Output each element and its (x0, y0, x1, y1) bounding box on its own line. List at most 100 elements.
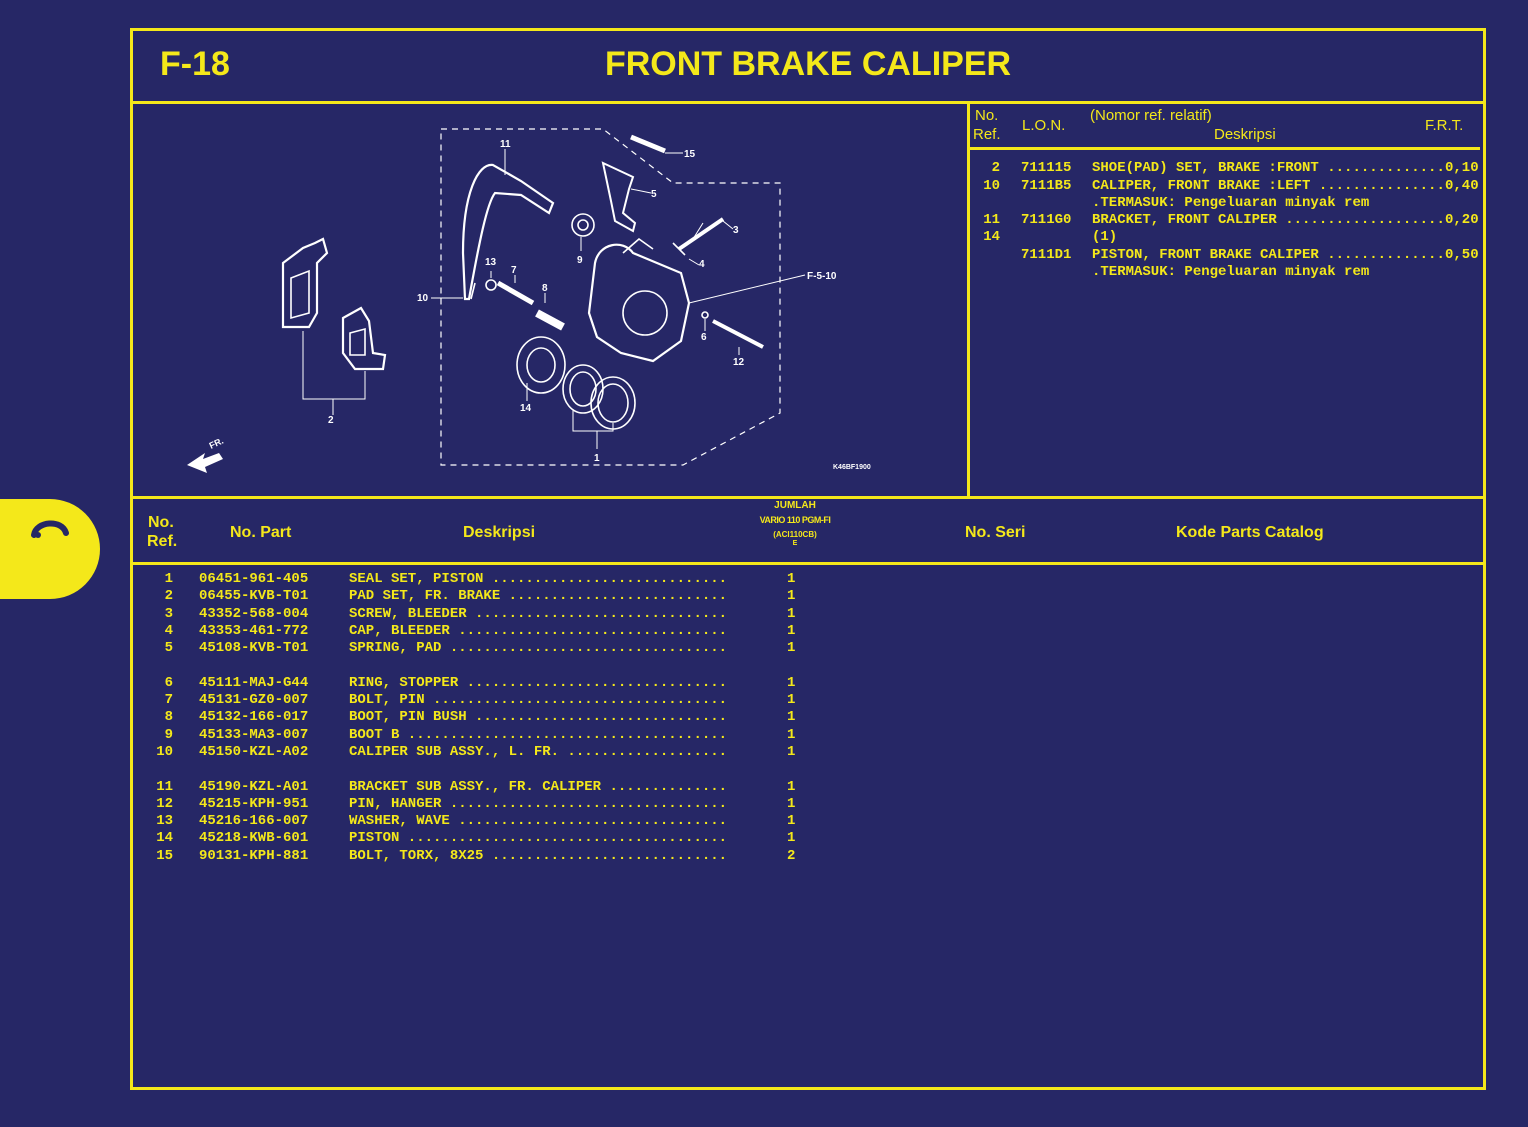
table-row[interactable]: 5 45108-KVB-T01 SPRING, PAD ..............… (133, 640, 833, 657)
part-ref: 13 (156, 813, 173, 830)
part-number: 43352-568-004 (199, 605, 309, 622)
lon-row: .TERMASUK: Pengeluaran minyak rem (970, 195, 1480, 212)
callout-label: 3 (733, 225, 739, 236)
callout-label: 12 (733, 357, 745, 368)
parts-header-deskripsi: Deskripsi (463, 524, 536, 541)
part-quantity: 1 (787, 605, 796, 622)
table-row[interactable]: 8 45132-166-017 BOOT, PIN BUSH ...........… (133, 709, 833, 726)
lon-code: 7111B5 (1021, 178, 1072, 194)
lon-desc: BRACKET, FRONT CALIPER .................… (1092, 212, 1445, 228)
callout-label: 2 (328, 415, 334, 426)
lon-code: 7111G0 (1021, 212, 1072, 228)
part-number: 06451-961-405 (199, 571, 309, 587)
part-quantity: 1 (787, 674, 796, 691)
table-row[interactable]: 2 06455-KVB-T01 PAD SET, FR. BRAKE .......… (133, 588, 833, 605)
part-description: SEAL SET, PISTON .......................… (349, 571, 728, 587)
lon-frt: 0,50 (1445, 247, 1479, 263)
lon-header-lon: L.O.N. (1022, 117, 1066, 134)
part-quantity: 1 (787, 795, 796, 812)
callout-label: 4 (699, 259, 705, 270)
lon-ref: 14 (983, 229, 1000, 245)
part-description: PISTON .................................… (349, 830, 728, 847)
divider (133, 101, 1483, 104)
part-quantity: 1 (787, 709, 796, 726)
part-quantity: 1 (787, 813, 796, 830)
part-description: BRACKET SUB ASSY., FR. CALIPER .........… (349, 778, 728, 795)
lon-ref: 11 (983, 212, 1000, 228)
part-number: 45150-KZL-A02 (199, 743, 309, 760)
lon-frt: 0,20 (1445, 212, 1479, 228)
part-description: SCREW, BLEEDER .........................… (349, 605, 728, 622)
lon-row: .TERMASUK: Pengeluaran minyak rem (970, 264, 1480, 281)
table-row[interactable]: 3 43352-568-004 SCREW, BLEEDER ...........… (133, 606, 833, 623)
part-quantity: 1 (787, 726, 796, 743)
part-description: BOOT, PIN BUSH .........................… (349, 709, 728, 726)
callout-label: 10 (417, 293, 429, 304)
jumlah-label: JUMLAH (774, 500, 816, 511)
part-quantity: 1 (787, 692, 796, 709)
part-description: SPRING, PAD ............................… (349, 640, 728, 657)
part-ref: 3 (164, 605, 173, 622)
table-row[interactable]: 13 45216-166-007 WASHER, WAVE ............… (133, 813, 833, 830)
part-number: 45215-KPH-951 (199, 795, 309, 812)
front-arrow-icon (187, 453, 223, 473)
parts-header-part: No. Part (230, 524, 292, 541)
callout-label: 1 (594, 453, 600, 464)
model-marker: E (792, 540, 798, 547)
lon-desc: .TERMASUK: Pengeluaran minyak rem (1092, 264, 1370, 280)
figure-code: K46BF1900 (833, 464, 871, 471)
fr-label: FR. (208, 436, 225, 451)
part-ref: 5 (164, 640, 173, 657)
part-description: PAD SET, FR. BRAKE .....................… (349, 588, 728, 605)
callout-label: 5 (651, 189, 657, 200)
part-number: 45216-166-007 (199, 813, 309, 830)
lon-header-frt: F.R.T. (1425, 117, 1464, 134)
part-number: 45131-GZ0-007 (199, 692, 309, 709)
divider (133, 496, 1483, 499)
callout-label: 15 (684, 149, 696, 160)
lon-desc: .TERMASUK: Pengeluaran minyak rem (1092, 195, 1370, 211)
lon-row: 11 7111G0 BRACKET, FRONT CALIPER .........… (970, 212, 1480, 229)
exploded-diagram: 11 15 5 3 4 F-5-10 13 7 9 8 10 6 12 2 14… (187, 128, 871, 473)
catalog-frame: F-18 FRONT BRAKE CALIPER (130, 28, 1486, 1090)
divider (967, 101, 970, 499)
part-number: 45133-MA3-007 (199, 726, 309, 743)
model-code: (ACI110CB) (773, 530, 817, 539)
part-quantity: 1 (787, 830, 796, 847)
part-number: 45111-MAJ-G44 (199, 674, 309, 691)
part-description: WASHER, WAVE ...........................… (349, 813, 728, 830)
lon-header-no: No. (975, 107, 999, 124)
side-tab[interactable] (0, 499, 100, 599)
part-number: 45132-166-017 (199, 709, 309, 726)
page-code: F-18 (160, 45, 230, 83)
divider (967, 147, 1480, 150)
part-ref: 9 (164, 726, 173, 743)
part-number: 45218-KWB-601 (199, 830, 309, 847)
page-title: FRONT BRAKE CALIPER (604, 45, 1012, 83)
part-ref: 2 (164, 588, 173, 605)
part-ref: 8 (164, 709, 173, 726)
lon-frt: 0,10 (1445, 160, 1479, 176)
divider (133, 562, 1483, 565)
callout-label: 11 (500, 139, 511, 150)
part-number: 45108-KVB-T01 (199, 640, 309, 657)
part-description: CAP, BLEEDER ...........................… (349, 622, 728, 639)
callout-label: F-5-10 (807, 271, 837, 282)
parts-header-jumlah: JUMLAH VARIO 110 PGM-FI (ACI110CB) E (740, 500, 850, 547)
part-description: RING, STOPPER ..........................… (349, 674, 728, 691)
callout-label: 6 (701, 332, 707, 343)
part-ref: 12 (156, 795, 173, 812)
part-quantity: 1 (787, 743, 796, 760)
part-number: 06455-KVB-T01 (199, 588, 309, 605)
